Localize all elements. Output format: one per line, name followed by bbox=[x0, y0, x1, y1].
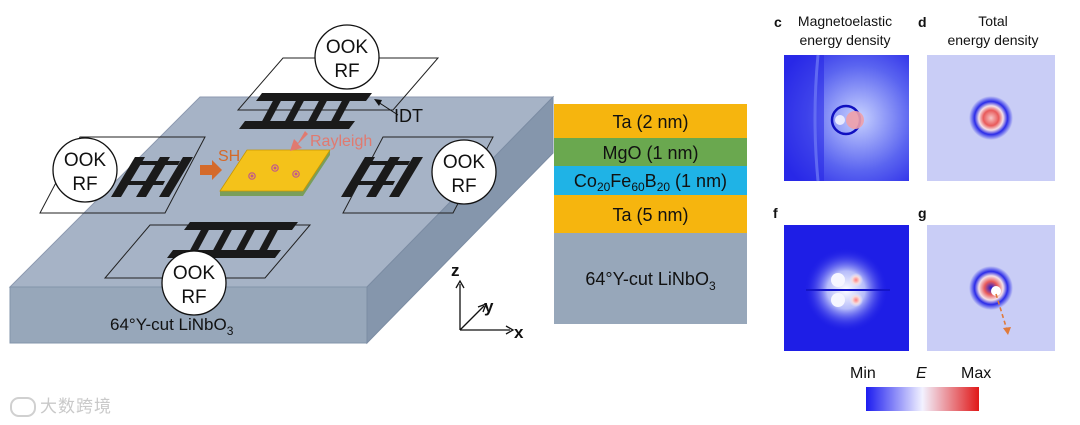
idt-pointer-head bbox=[374, 99, 382, 106]
layer-substrate bbox=[554, 233, 747, 324]
panel-d-ring bbox=[969, 96, 1013, 140]
panel-c-title-line1: Magnetoelastic bbox=[798, 13, 892, 29]
panel-f-lobe-1 bbox=[831, 273, 845, 287]
rayleigh-label: Rayleigh bbox=[310, 133, 372, 150]
panel-g-trajectory bbox=[995, 293, 1008, 331]
transducer-top-line2: RF bbox=[334, 61, 359, 82]
transducer-right-line1: OOK bbox=[443, 152, 486, 173]
transducer-top: OOK RF bbox=[314, 24, 380, 90]
layer-ta-bottom bbox=[554, 195, 747, 233]
panel-f-lobe-4 bbox=[849, 293, 863, 307]
axis-x-label: x bbox=[514, 323, 524, 342]
colorbar-min-label: Min bbox=[850, 365, 876, 382]
transducer-top-line1: OOK bbox=[326, 37, 369, 58]
colorbar-max-label: Max bbox=[961, 365, 991, 382]
panel-f-lobe-3 bbox=[849, 273, 863, 287]
panel-g-ring bbox=[969, 266, 1013, 310]
transducer-left-line2: RF bbox=[72, 174, 97, 195]
layer-ta-top-label: Ta (2 nm) bbox=[612, 112, 688, 132]
panel-c: c Magnetoelastic energy density bbox=[774, 13, 909, 182]
panel-g-letter: g bbox=[918, 205, 927, 221]
skyrmion-markers bbox=[248, 164, 300, 180]
transducer-right-line2: RF bbox=[451, 176, 476, 197]
transducer-bottom-line1: OOK bbox=[173, 263, 216, 284]
panel-c-wavefront bbox=[813, 54, 820, 182]
panel-c-left-region bbox=[784, 55, 824, 181]
layer-ta-bottom-label: Ta (5 nm) bbox=[612, 205, 688, 225]
device-schematic: 64°Y-cut LiNbO3 bbox=[8, 24, 555, 345]
transducer-left: OOK RF bbox=[52, 137, 118, 203]
panel-g: g bbox=[918, 205, 1055, 351]
axis-y-label: y bbox=[484, 297, 494, 316]
watermark-text: 大数跨境 bbox=[40, 397, 112, 417]
rf-plane-left bbox=[39, 136, 206, 214]
panel-c-title-line2: energy density bbox=[799, 32, 890, 48]
watermark: 大数跨境 bbox=[10, 392, 140, 418]
panel-g-trajectory-head bbox=[1003, 327, 1011, 335]
layer-stack: Ta (2 nm) MgO (1 nm) Co20Fe60B20 (1 nm) … bbox=[554, 104, 747, 324]
panel-f-letter: f bbox=[773, 205, 778, 221]
idt-right bbox=[341, 157, 423, 197]
layer-ta-top bbox=[554, 104, 747, 138]
layer-cofeb-label: Co20Fe60B20 (1 nm) bbox=[574, 171, 727, 194]
layer-mgo bbox=[554, 138, 747, 166]
transducer-bottom: OOK RF bbox=[161, 250, 227, 316]
idt-pointer-line bbox=[377, 101, 399, 116]
layer-mgo-label: MgO (1 nm) bbox=[602, 143, 698, 163]
sh-wave-arrow bbox=[200, 160, 222, 180]
transducer-bottom-line2: RF bbox=[181, 287, 206, 308]
layer-cofeb bbox=[554, 166, 747, 195]
panel-d-title-line2: energy density bbox=[947, 32, 1038, 48]
colorbar: Min E Max bbox=[850, 365, 991, 411]
panel-d: d Total energy density bbox=[918, 13, 1055, 181]
panel-c-hotspot bbox=[846, 111, 864, 129]
sh-label: SH bbox=[218, 148, 240, 165]
layer-substrate-label: 64°Y-cut LiNbO3 bbox=[585, 269, 716, 293]
transducer-left-line1: OOK bbox=[64, 150, 107, 171]
panel-d-letter: d bbox=[918, 14, 927, 30]
panel-f: f bbox=[773, 205, 909, 351]
panel-d-title-line1: Total bbox=[978, 13, 1008, 29]
watermark-logo-icon bbox=[10, 397, 36, 417]
sample-top bbox=[219, 149, 331, 192]
colorbar-gradient bbox=[866, 387, 979, 411]
transducer-right: OOK RF bbox=[431, 139, 497, 205]
colorbar-symbol: E bbox=[916, 365, 927, 382]
axis-z-label: z bbox=[451, 261, 460, 280]
substrate-label: 64°Y-cut LiNbO3 bbox=[110, 315, 234, 338]
rayleigh-wave-arrow bbox=[290, 131, 308, 151]
coordinate-axes bbox=[455, 279, 515, 335]
panel-c-core bbox=[835, 115, 845, 125]
panel-c-letter: c bbox=[774, 14, 782, 30]
idt-left bbox=[111, 157, 193, 197]
idt-label: IDT bbox=[394, 106, 423, 126]
panel-f-lobe-2 bbox=[831, 293, 845, 307]
rf-plane-top bbox=[236, 57, 440, 111]
panel-g-core-highlight bbox=[991, 286, 1001, 296]
idt-top bbox=[239, 93, 372, 129]
